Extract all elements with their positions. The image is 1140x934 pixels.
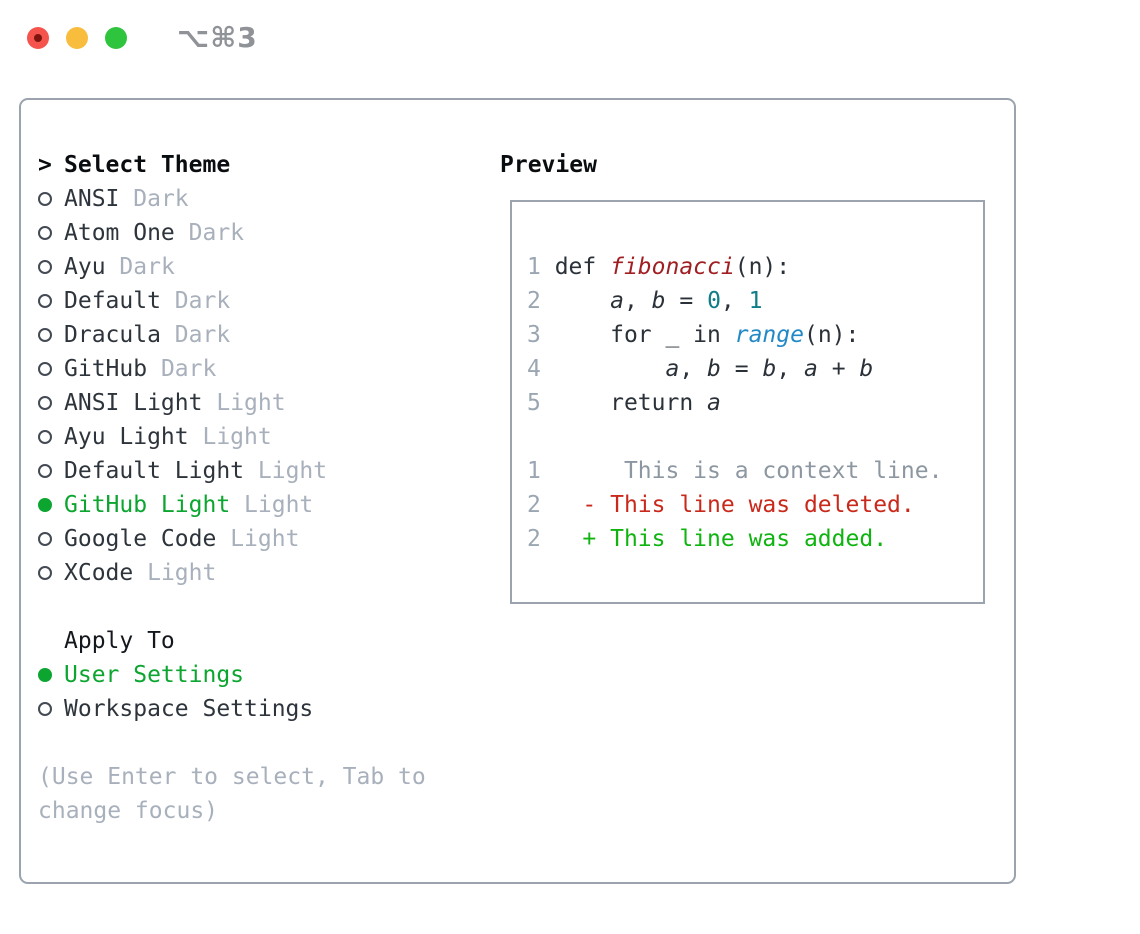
option-label: Dracula Dark <box>64 322 231 348</box>
window-shortcut-label: ⌥⌘3 <box>177 21 258 54</box>
radio-unselected-icon <box>38 464 52 478</box>
preview-code-box: 1 def fibonacci(n): 2 a, b = 0, 1 3 for _ … <box>510 200 985 604</box>
option-label: Workspace Settings <box>64 696 314 722</box>
radio-unselected-icon <box>38 396 52 410</box>
theme-option-atom-one[interactable]: Atom One Dark <box>38 216 488 250</box>
radio-unselected-icon <box>38 226 52 240</box>
radio-unselected-icon <box>38 566 52 580</box>
diff-deleted-line: 2 - This line was deleted. <box>527 492 915 518</box>
diff-added-line: 2 + This line was added. <box>527 526 888 552</box>
apply-to-title: Apply To <box>64 628 175 654</box>
option-label: XCode Light <box>64 560 217 586</box>
titlebar: ⌥⌘3 <box>27 21 258 54</box>
option-label: User Settings <box>64 662 245 688</box>
help-text-line-1: (Use Enter to select, Tab to <box>38 764 426 790</box>
zoom-button[interactable] <box>105 26 127 49</box>
radio-unselected-icon <box>38 362 52 376</box>
select-theme-header-row: > Select Theme <box>38 148 488 182</box>
option-label: ANSI Dark <box>64 186 189 212</box>
line-number: 1 <box>527 254 555 280</box>
blank-line <box>527 420 942 454</box>
focus-caret-icon: > <box>38 152 52 178</box>
apply-to-header-row: Apply To <box>38 624 488 658</box>
apply-option-user-settings[interactable]: User Settings <box>38 658 488 692</box>
radio-unselected-icon <box>38 260 52 274</box>
radio-selected-icon <box>38 668 52 682</box>
code-line-4: 4 a, b = b, a + b <box>527 356 874 382</box>
radio-unselected-icon <box>38 294 52 308</box>
select-theme-title: Select Theme <box>64 152 231 178</box>
theme-option-ansi[interactable]: ANSI Dark <box>38 182 488 216</box>
option-label: Google Code Light <box>64 526 300 552</box>
apply-option-workspace-settings[interactable]: Workspace Settings <box>38 692 488 726</box>
option-label: Atom One Dark <box>64 220 245 246</box>
spacer-row <box>38 590 488 624</box>
theme-option-google-code[interactable]: Google Code Light <box>38 522 488 556</box>
minimize-button[interactable] <box>66 26 88 49</box>
diff-context-line: 1 This is a context line. <box>527 458 943 484</box>
preview-title: Preview <box>500 152 597 178</box>
close-button[interactable] <box>27 26 49 49</box>
line-number: 5 <box>527 390 555 416</box>
code-line-5: 5 return a <box>527 390 721 416</box>
radio-unselected-icon <box>38 702 52 716</box>
option-label: ANSI Light Light <box>64 390 286 416</box>
preview-code: 1 def fibonacci(n): 2 a, b = 0, 1 3 for _ … <box>527 250 942 556</box>
line-number: 2 <box>527 288 555 314</box>
code-line-1: 1 def fibonacci(n): <box>527 254 791 280</box>
option-label: Default Light Light <box>64 458 328 484</box>
theme-option-ayu-light[interactable]: Ayu Light Light <box>38 420 488 454</box>
line-number: 3 <box>527 322 555 348</box>
code-line-3: 3 for _ in range(n): <box>527 322 860 348</box>
spacer-row <box>38 726 488 760</box>
radio-unselected-icon <box>38 532 52 546</box>
theme-option-ayu[interactable]: Ayu Dark <box>38 250 488 284</box>
radio-unselected-icon <box>38 192 52 206</box>
theme-option-ansi-light[interactable]: ANSI Light Light <box>38 386 488 420</box>
line-number: 4 <box>527 356 555 382</box>
line-number: 2 <box>527 492 555 518</box>
code-line-2: 2 a, b = 0, 1 <box>527 288 763 314</box>
theme-option-github[interactable]: GitHub Dark <box>38 352 488 386</box>
theme-option-xcode[interactable]: XCode Light <box>38 556 488 590</box>
theme-option-default-light[interactable]: Default Light Light <box>38 454 488 488</box>
option-label: Default Dark <box>64 288 231 314</box>
line-number: 2 <box>527 526 555 552</box>
option-label: Ayu Dark <box>64 254 175 280</box>
option-label: Ayu Light Light <box>64 424 272 450</box>
theme-option-dracula[interactable]: Dracula Dark <box>38 318 488 352</box>
line-number: 1 <box>527 458 555 484</box>
theme-option-github-light[interactable]: GitHub Light Light <box>38 488 488 522</box>
radio-unselected-icon <box>38 430 52 444</box>
help-text-line-2: change focus) <box>38 798 219 824</box>
option-label: GitHub Light Light <box>64 492 314 518</box>
radio-selected-icon <box>38 498 52 512</box>
option-label: GitHub Dark <box>64 356 217 382</box>
close-dot-icon <box>34 33 42 42</box>
theme-option-default[interactable]: Default Dark <box>38 284 488 318</box>
radio-unselected-icon <box>38 328 52 342</box>
